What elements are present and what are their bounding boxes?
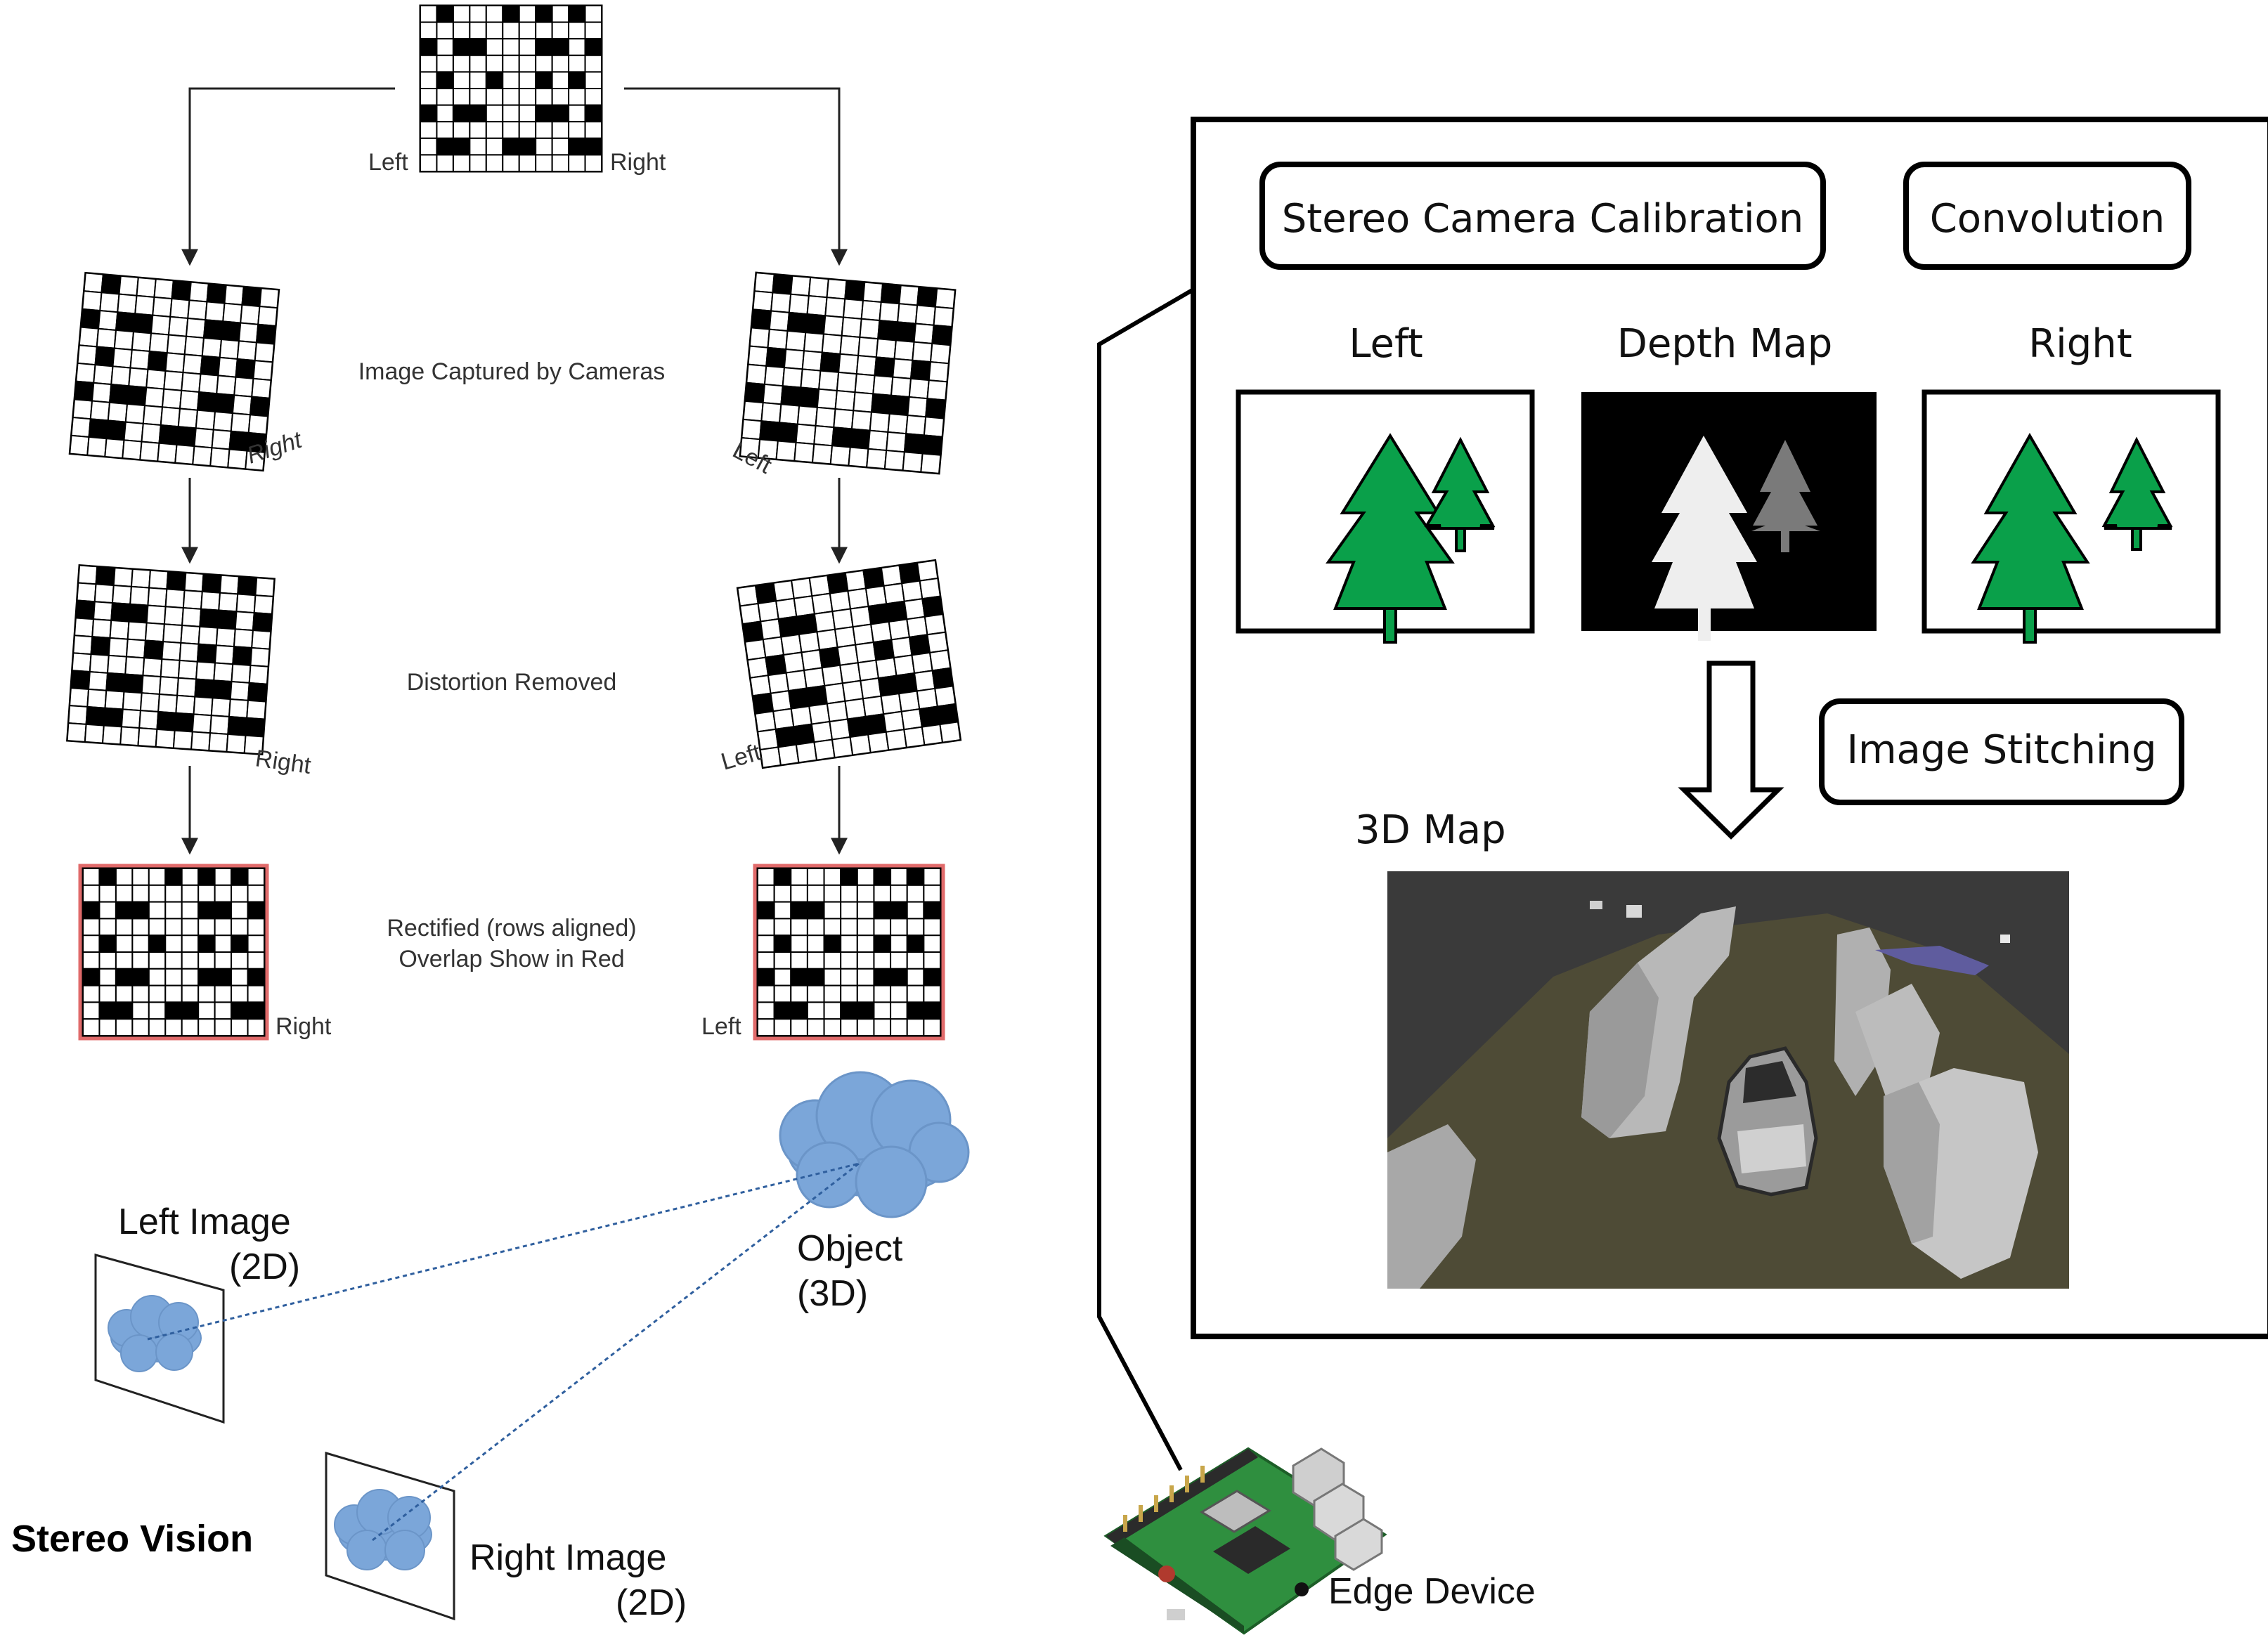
left-view-tree-large-icon xyxy=(1326,433,1455,644)
stitching-box-label: Image Stitching xyxy=(1846,727,2156,773)
calibration-box-label: Stereo Camera Calibration xyxy=(1282,196,1804,242)
stitching-box xyxy=(1819,698,2184,805)
depth-map-tree-far-icon xyxy=(1751,440,1820,552)
left-view-tree-small-icon xyxy=(1424,436,1496,552)
flow-line-left xyxy=(181,87,395,266)
car-icon xyxy=(1717,1046,1818,1197)
right-view-tree-small-icon xyxy=(2101,436,2173,551)
top-board-right-label: Right xyxy=(610,149,666,176)
hollow-down-arrow-icon xyxy=(1678,660,1784,840)
depth-map-tree-near-icon xyxy=(1652,436,1757,641)
distortion-right-tag: Left xyxy=(718,738,765,775)
rectified-caption-line2: Overlap Show in Red xyxy=(398,946,624,972)
rectified-board-right xyxy=(756,867,942,1037)
left-image-label-line1: Left Image xyxy=(118,1202,291,1242)
captured-caption: Image Captured by Cameras xyxy=(358,358,666,385)
rectified-overlap-right xyxy=(753,864,945,1041)
processing-pipeline: Stereo Camera Calibration Convolution Le… xyxy=(1097,117,2268,1471)
right-image-label-line2: (2D) xyxy=(616,1582,687,1623)
rectified-overlap-left xyxy=(78,864,269,1041)
calibration-box xyxy=(1259,162,1826,270)
top-board-left-label: Left xyxy=(368,149,408,176)
edge-device-board-icon xyxy=(1103,1447,1387,1635)
map-3d-label: 3D Map xyxy=(1355,807,1506,853)
rectified-left-tag: Right xyxy=(276,1013,332,1040)
undistorted-board-right xyxy=(736,559,962,769)
distortion-caption: Distortion Removed xyxy=(407,669,617,696)
rectified-caption-line1: Rectified (rows aligned) xyxy=(387,915,636,942)
object-cloud-icon xyxy=(779,1071,970,1218)
flow-line-right xyxy=(624,87,848,266)
convolution-box-label: Convolution xyxy=(1930,196,2165,242)
right-view-label: Right xyxy=(2028,321,2132,367)
left-image-cloud-icon xyxy=(108,1295,202,1372)
map-3d-render xyxy=(1387,871,2069,1289)
edge-device-label: Edge Device xyxy=(1328,1571,1536,1612)
right-image-cloud-icon xyxy=(334,1489,432,1570)
projection-ray-left xyxy=(147,1162,860,1341)
stereo-vision-title: Stereo Vision xyxy=(11,1518,253,1560)
top-checkerboard xyxy=(419,4,603,173)
distortion-left-tag: Right xyxy=(254,745,313,779)
object-label-line1: Object xyxy=(797,1228,903,1269)
depth-map-label: Depth Map xyxy=(1617,321,1833,367)
right-view-tree-large-icon xyxy=(1971,432,2090,644)
rectified-board-left xyxy=(82,867,266,1037)
convolution-box xyxy=(1903,162,2191,270)
calibration-flow: Left Right Right Left Image Captured by … xyxy=(66,4,962,1041)
projection-ray-right xyxy=(372,1162,860,1542)
rectified-right-tag: Left xyxy=(701,1013,741,1040)
undistorted-board-left xyxy=(66,564,276,755)
object-label-line2: (3D) xyxy=(797,1273,868,1314)
captured-board-right xyxy=(739,271,957,475)
left-image-label-line2: (2D) xyxy=(229,1246,300,1287)
left-view-label: Left xyxy=(1349,321,1423,367)
right-image-label-line1: Right Image xyxy=(469,1537,666,1578)
callout-line xyxy=(1097,287,1195,1471)
stereo-geometry: Object (3D) Left Image (2D) Right Image … xyxy=(11,1071,970,1623)
captured-board-left xyxy=(68,271,280,472)
